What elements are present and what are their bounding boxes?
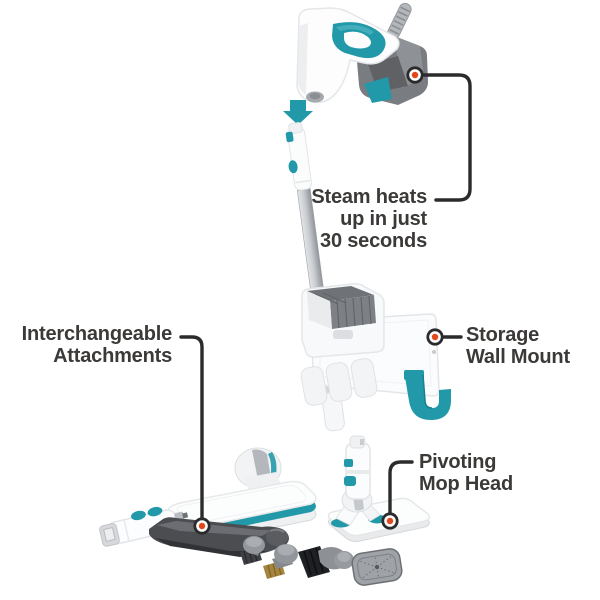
callout-lines [179,73,472,519]
attachment-basket [301,283,385,358]
assembly-arrow-down-icon [283,100,313,125]
storage-wall-mount-label: Storage Wall Mount [466,324,570,368]
wall-mount [300,283,451,421]
pivoting-mop-head-label: Pivoting Mop Head [419,451,513,495]
callout-dot-steam [406,66,424,84]
interchangeable-attachments-label: Interchangeable Attachments [21,323,173,367]
callout-line-mop-head [388,460,414,514]
brass-brush-attachment [263,544,298,579]
callout-dots [193,66,444,535]
handheld-steam-unit [296,2,428,105]
pivoting-mop-head-unit [327,435,431,543]
callout-dot-mop-head [381,512,399,530]
callout-dot-attachments [193,517,211,535]
grout-brush-attachment [298,546,354,578]
callout-dot-wall-mount [426,328,444,346]
callout-line-attachments [179,335,204,519]
callout-line-steam [421,73,472,202]
small-brush-attachment [240,536,265,565]
mop-pad-plate [351,548,403,586]
hanger-prongs [300,358,378,406]
pole-release-latch [285,131,294,143]
teal-hook [404,370,451,421]
wand-attachment [99,506,189,547]
pole-button [288,160,298,174]
steam-heat-label: Steam heats up in just 30 seconds [311,186,427,252]
